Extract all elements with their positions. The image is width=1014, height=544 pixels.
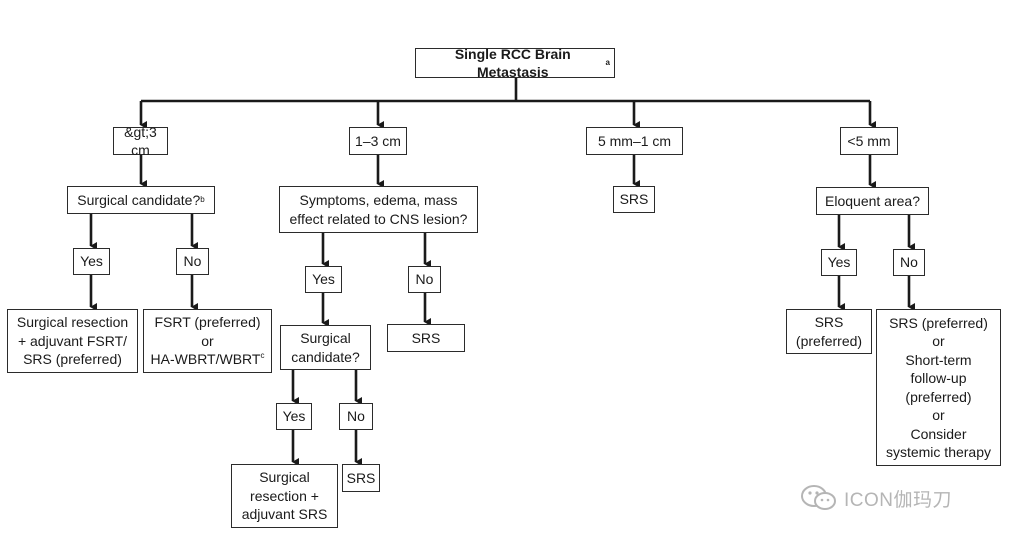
- b2-no-result: SRS: [387, 324, 465, 352]
- b2-sub-question-text: Surgical candidate?: [291, 330, 360, 365]
- b4-question-text: Eloquent area?: [825, 192, 920, 209]
- b2-no-result-text: SRS: [411, 329, 441, 346]
- b1-yes-result-text: Surgical resection + adjuvant FSRT/ SRS …: [16, 314, 129, 368]
- b1-yes: Yes: [73, 248, 110, 275]
- b1-no-footnote-mark: c: [260, 351, 265, 361]
- size-5mm-1cm-label: 5 mm–1 cm: [597, 132, 672, 149]
- b2-sub-question: Surgical candidate?: [280, 325, 371, 370]
- watermark: ICON伽玛刀: [800, 484, 952, 512]
- b4-yes-result: SRS (preferred): [786, 309, 872, 354]
- size-lt5mm: <5 mm: [840, 127, 898, 155]
- b2-question-text: Symptoms, edema, mass effect related to …: [289, 192, 468, 227]
- size-gt3cm-label: &gt;3 cm: [124, 123, 157, 159]
- b4-no-label: No: [900, 254, 918, 271]
- b2-no: No: [408, 266, 441, 293]
- b1-no-result-main: FSRT (preferred) or HA-WBRT/WBRT: [150, 314, 261, 368]
- b2-sub-yes-result: Surgical resection + adjuvant SRS: [231, 464, 338, 528]
- b4-no-result: SRS (preferred) or Short-term follow-up …: [876, 309, 1001, 466]
- b1-question: Surgical candidate?b: [67, 186, 215, 214]
- root-title: Single RCC Brain Metastasis: [454, 45, 571, 81]
- b1-question-text: Surgical candidate?: [77, 191, 201, 208]
- watermark-text: ICON伽玛刀: [844, 489, 953, 511]
- b4-no: No: [893, 249, 925, 276]
- b4-no-result-text: SRS (preferred) or Short-term follow-up …: [885, 314, 992, 461]
- b3-result: SRS: [613, 186, 655, 213]
- b1-yes-result: Surgical resection + adjuvant FSRT/ SRS …: [7, 309, 138, 373]
- b4-yes-label: Yes: [827, 254, 851, 271]
- b2-no-label: No: [415, 271, 434, 288]
- b4-yes: Yes: [821, 249, 857, 276]
- b2-sub-yes-result-text: Surgical resection + adjuvant SRS: [241, 469, 328, 523]
- b2-sub-yes-label: Yes: [282, 408, 306, 425]
- size-gt3cm: &gt;3 cm: [113, 124, 168, 158]
- size-5mm-1cm: 5 mm–1 cm: [586, 127, 683, 155]
- size-1-3cm-label: 1–3 cm: [355, 132, 401, 149]
- b2-sub-no-result: SRS: [342, 464, 380, 492]
- b4-yes-result-text: SRS (preferred): [795, 314, 863, 349]
- b2-sub-yes: Yes: [276, 403, 312, 430]
- size-lt5mm-label: <5 mm: [847, 132, 891, 149]
- b2-sub-no-result-text: SRS: [346, 469, 376, 486]
- b2-yes-label: Yes: [312, 271, 335, 288]
- b2-question: Symptoms, edema, mass effect related to …: [279, 186, 478, 233]
- wechat-icon: [801, 485, 836, 510]
- b3-result-text: SRS: [619, 191, 649, 208]
- b1-no: No: [176, 248, 209, 275]
- b2-sub-no: No: [339, 403, 373, 430]
- b1-no-result-text: FSRT (preferred) or HA-WBRT/WBRTc: [151, 313, 265, 369]
- b1-no-result: FSRT (preferred) or HA-WBRT/WBRTc: [143, 309, 272, 373]
- size-1-3cm: 1–3 cm: [349, 127, 407, 155]
- b1-yes-label: Yes: [80, 253, 103, 270]
- b2-yes: Yes: [305, 266, 342, 293]
- b4-question: Eloquent area?: [816, 187, 929, 215]
- b2-sub-no-label: No: [347, 408, 365, 425]
- b1-no-label: No: [183, 253, 202, 270]
